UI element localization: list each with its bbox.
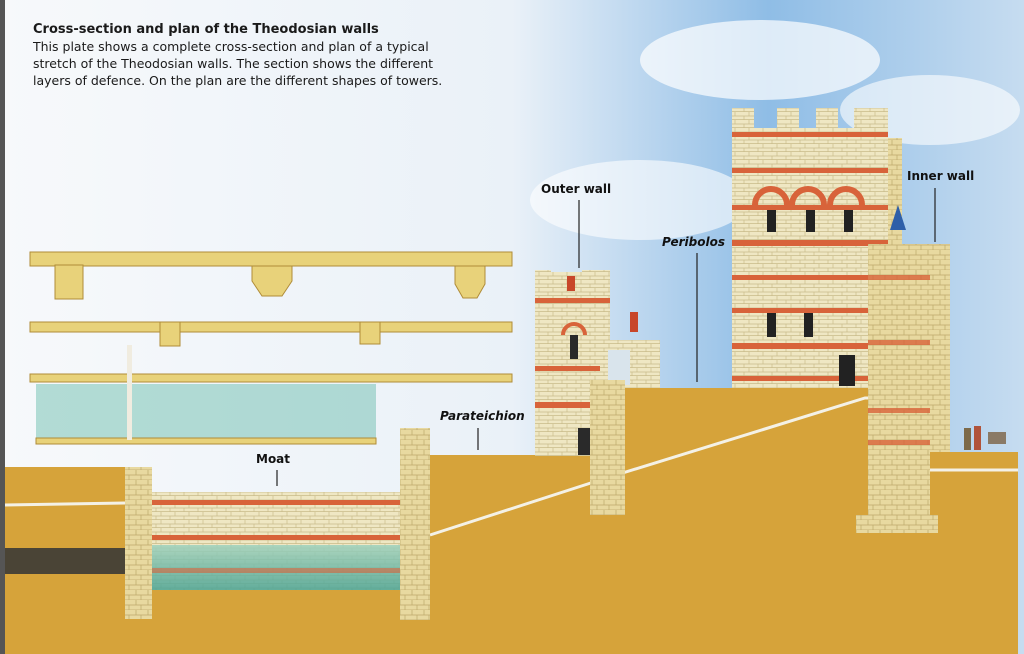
moat (125, 428, 430, 620)
inner-wall-tower (732, 108, 1006, 533)
label-outer-wall: Outer wall (541, 182, 611, 196)
caption: Cross-section and plan of the Theodosian… (33, 21, 453, 89)
label-parateichion: Parateichion (440, 409, 525, 423)
outer-wall-tower (535, 270, 660, 515)
ground (5, 388, 1018, 654)
label-peribolos: Peribolos (662, 235, 725, 249)
caption-body: This plate shows a complete cross-sectio… (33, 39, 443, 88)
caption-title: Cross-section and plan of the Theodosian… (33, 22, 379, 37)
label-moat: Moat (256, 452, 290, 466)
label-inner-wall: Inner wall (907, 169, 974, 183)
leader-lines (276, 188, 936, 486)
plan-of-towers (29, 251, 513, 445)
